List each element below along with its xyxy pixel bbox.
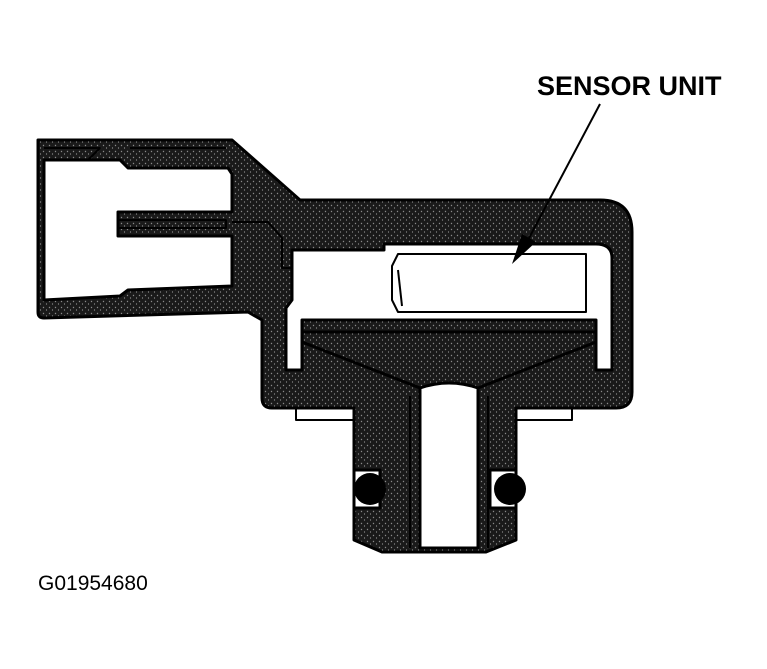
connector-socket [42,158,234,302]
sensor-unit-block [391,253,587,313]
pressure-port-bore [418,381,480,550]
sensor-unit-inner-edge [397,269,403,307]
figure-id: G01954680 [38,572,148,595]
connector-pin [118,219,227,229]
connector-top-edge [44,147,226,161]
callout-arrowhead [512,234,536,264]
callout-label-sensor-unit: SENSOR UNIT [537,71,722,101]
o-ring-left [354,473,386,505]
housing-shoulder-right [515,408,573,421]
o-ring-right [494,473,526,505]
callout-leader-line [527,103,601,241]
housing-shoulder-left [295,408,354,421]
